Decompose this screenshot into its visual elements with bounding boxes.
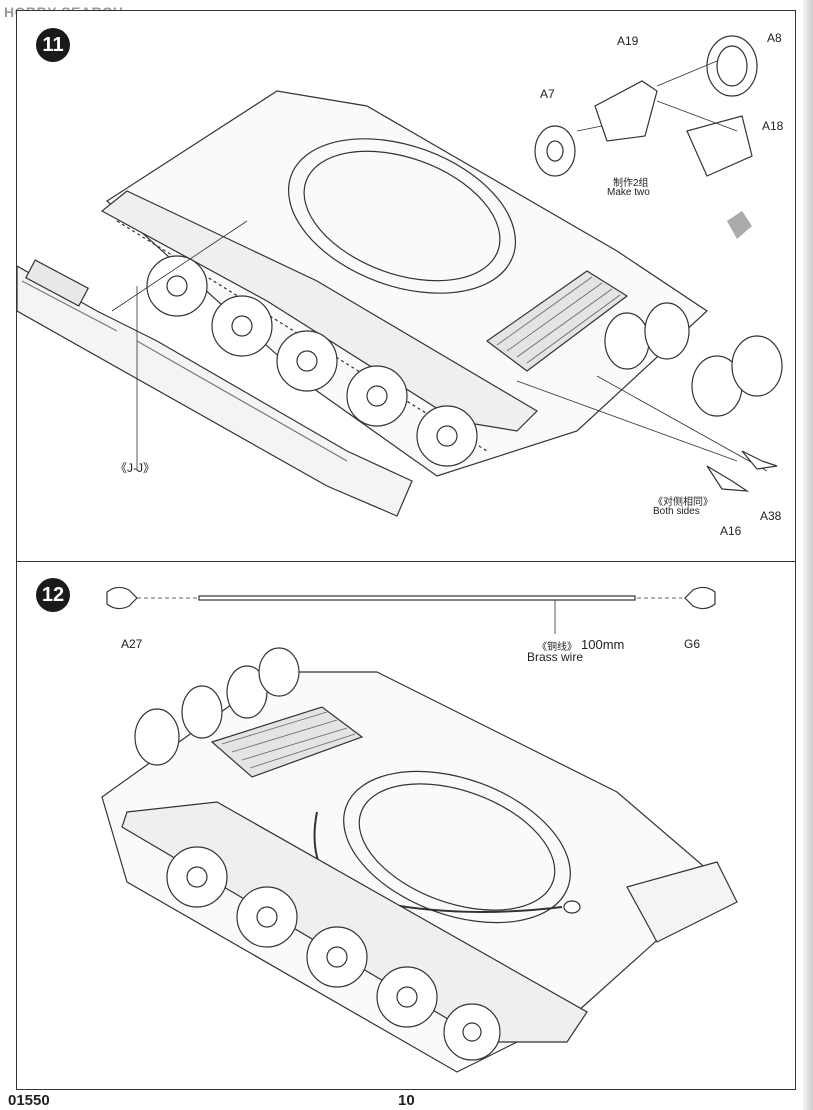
engine-grille <box>485 270 629 372</box>
part-label-g6: G6 <box>684 637 701 651</box>
hull-outline <box>106 90 708 477</box>
part-label-a18: A18 <box>762 119 784 133</box>
road-wheel <box>443 1003 501 1061</box>
brass-wire-cn: 《铜线》 <box>537 642 577 653</box>
brass-wire-length: 100mm <box>581 637 625 652</box>
rear-drum <box>134 708 180 766</box>
road-wheel <box>376 966 438 1028</box>
make-two-en: Make two <box>607 187 650 198</box>
road-wheel <box>146 255 208 317</box>
rear-drum <box>604 312 650 370</box>
part-g6 <box>684 586 716 610</box>
road-wheel <box>236 886 298 948</box>
road-wheel <box>306 926 368 988</box>
front-fender <box>626 861 738 943</box>
step-12-badge: 12 <box>36 578 70 612</box>
part-label-a16: A16 <box>720 524 742 538</box>
step-11-panel: 11 A19 A8 A7 A18 制作2组 Make two 《J-J》 《对侧… <box>16 10 796 562</box>
both-sides-en: Both sides <box>653 506 700 517</box>
road-wheel <box>211 295 273 357</box>
bracket-a18 <box>686 115 753 177</box>
part-label-a7: A7 <box>540 87 555 101</box>
make-two-cn: 制作2组 <box>613 178 649 189</box>
part-label-a19: A19 <box>617 34 639 48</box>
turret-ring <box>287 138 517 294</box>
brass-wire <box>198 595 636 601</box>
road-wheel <box>346 365 408 427</box>
page-edge-shadow <box>803 0 813 1110</box>
fender-jj <box>17 265 413 517</box>
road-wheel <box>276 330 338 392</box>
part-label-a8: A8 <box>767 31 782 45</box>
brass-wire-en: Brass wire <box>527 650 584 664</box>
kit-code: 01550 <box>8 1092 50 1109</box>
bracket-a19 <box>594 80 658 142</box>
step-11-drawing <box>17 35 783 517</box>
page-number: 10 <box>398 1092 415 1109</box>
part-a38 <box>741 450 778 470</box>
halftone-mark <box>727 211 752 239</box>
part-a27 <box>106 586 138 610</box>
drum-a7 <box>534 125 576 177</box>
part-label-a27: A27 <box>121 637 143 651</box>
road-wheel <box>416 405 478 467</box>
both-sides-cn: 《对侧相同》 <box>653 497 713 508</box>
part-label-a38: A38 <box>760 509 782 523</box>
step-12-panel: 12 A27 G6 《铜线》 100mm Brass wire <box>16 562 796 1090</box>
part-a16 <box>706 465 750 492</box>
ring-a8 <box>706 35 758 97</box>
step-12-drawing <box>101 586 738 1073</box>
detail-jj: 《J-J》 <box>115 461 155 475</box>
track <box>100 190 538 432</box>
road-wheel <box>166 846 228 908</box>
engine-grille <box>210 706 364 778</box>
step-11-badge: 11 <box>36 28 70 62</box>
